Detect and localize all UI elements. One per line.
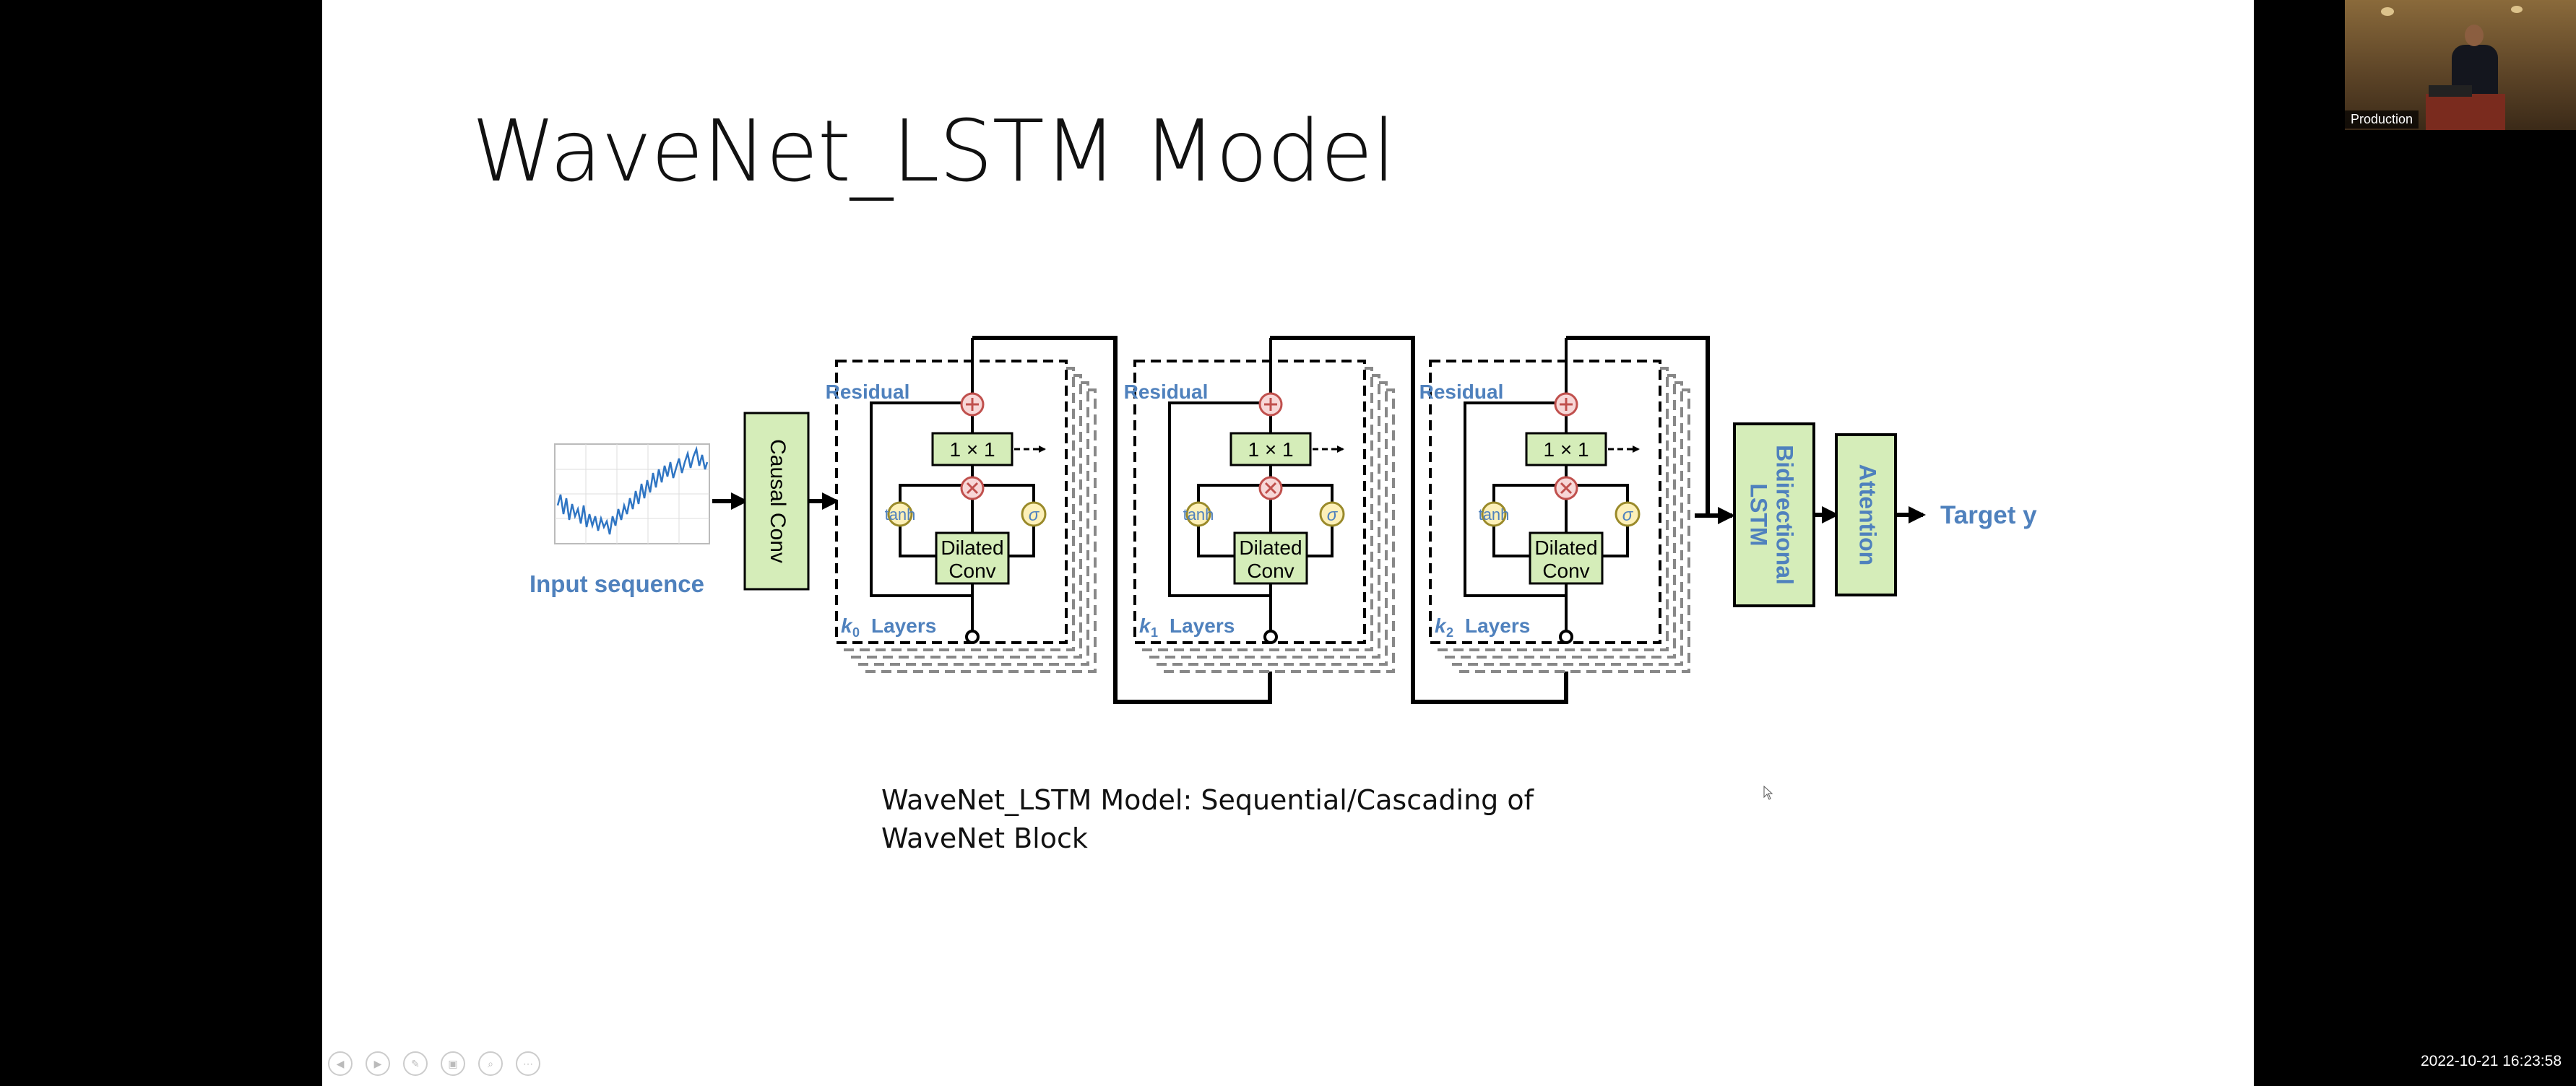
podium <box>2426 94 2505 130</box>
dilated-conv-box <box>935 531 1010 585</box>
slides-icon[interactable]: ▣ <box>441 1051 465 1076</box>
residual-label: Residual <box>1419 381 1504 403</box>
pen-icon[interactable]: ✎ <box>403 1051 428 1076</box>
tanh-label: tanh <box>1479 505 1510 524</box>
dilated-conv-box <box>1233 531 1308 585</box>
input-sequence-label: Input sequence <box>530 570 704 597</box>
residual-label: Residual <box>1124 381 1209 403</box>
causal-conv-box <box>743 412 810 591</box>
next-icon[interactable]: ▶ <box>366 1051 390 1076</box>
slideshow-controls: ◀ ▶ ✎ ▣ ⌕ ⋯ <box>328 1051 540 1076</box>
target-label: Target y <box>1940 501 2037 529</box>
layers-label: Layers <box>1465 614 1530 637</box>
input-sequence-plot <box>554 443 710 544</box>
presenter-video[interactable]: Production <box>2345 0 2576 130</box>
caption-line-1: WaveNet_LSTM Model: Sequential/Cascading… <box>881 784 1534 816</box>
timestamp: 2022-10-21 16:23:58 <box>2421 1053 2562 1069</box>
dilated-label: Dilated <box>1534 537 1597 559</box>
conv-label: Conv <box>948 560 995 582</box>
tanh-label: tanh <box>1183 505 1214 524</box>
sigma-label: σ <box>1622 505 1634 525</box>
video-label: Production <box>2345 110 2419 129</box>
conv-label: Conv <box>1542 560 1589 582</box>
conv-1x1-label: 1 × 1 <box>1543 438 1589 461</box>
tanh-gate <box>1185 501 1211 527</box>
layers-label: Layers <box>871 614 936 637</box>
tanh-gate <box>887 501 913 527</box>
conv-1x1-box <box>1229 432 1312 466</box>
more-icon[interactable]: ⋯ <box>516 1051 540 1076</box>
conv-1x1-label: 1 × 1 <box>1248 438 1293 461</box>
bilstm-box <box>1733 422 1815 607</box>
causal-conv-label: Causal Conv <box>766 439 790 563</box>
sigmoid-gate <box>1615 501 1641 527</box>
dilated-label: Dilated <box>941 537 1003 559</box>
slide: WaveNet_LSTM Model Input sequence Causal… <box>322 0 2254 1086</box>
wavenet-lstm-diagram: Input sequence Causal Conv 1 × 1 tanh σDil… <box>530 336 2037 704</box>
k-subscript: 1 <box>1151 625 1158 640</box>
conv-label: Conv <box>1247 560 1294 582</box>
slide-title: WaveNet_LSTM Model <box>472 101 1396 201</box>
k-label: k <box>841 614 853 637</box>
mouse-cursor-icon <box>1763 786 1773 800</box>
dilated-label: Dilated <box>1239 537 1302 559</box>
k-subscript: 0 <box>852 625 860 640</box>
conv-1x1-box <box>931 432 1013 466</box>
sigma-label: σ <box>1029 505 1040 525</box>
conv-1x1-box <box>1525 432 1607 466</box>
sigmoid-gate <box>1319 501 1345 527</box>
tanh-gate <box>1481 501 1507 527</box>
k-label: k <box>1435 614 1447 637</box>
bilstm-label-2: LSTM <box>1746 483 1772 546</box>
dilated-conv-box <box>1529 531 1604 585</box>
zoom-icon[interactable]: ⌕ <box>478 1051 503 1076</box>
slide-caption: WaveNet_LSTM Model: Sequential/Cascading… <box>881 781 1534 858</box>
k-subscript: 2 <box>1446 625 1453 640</box>
attention-label: Attention <box>1855 464 1881 565</box>
bilstm-label-1: Bidirectional <box>1772 445 1798 585</box>
k-label: k <box>1139 614 1151 637</box>
layers-label: Layers <box>1170 614 1235 637</box>
conv-1x1-label: 1 × 1 <box>949 438 995 461</box>
caption-line-2: WaveNet Block <box>881 822 1088 854</box>
previous-icon[interactable]: ◀ <box>328 1051 353 1076</box>
tanh-label: tanh <box>885 505 916 524</box>
sigma-label: σ <box>1327 505 1339 525</box>
sigmoid-gate <box>1021 501 1047 527</box>
residual-label: Residual <box>826 381 910 403</box>
